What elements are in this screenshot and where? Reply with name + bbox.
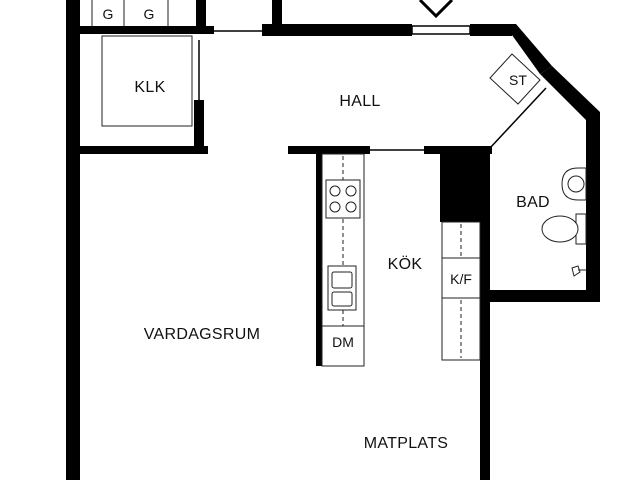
wall-klk-right: [194, 100, 204, 154]
wall-wardrobe-right: [196, 0, 206, 34]
wall-diagonal-top: [504, 24, 552, 74]
counter-right: [441, 221, 481, 361]
wardrobe-block: [91, 0, 169, 26]
sink-drain-board: [331, 291, 353, 307]
wardrobe-label-1: G: [103, 6, 114, 22]
wall-wardrobe-top: [66, 26, 214, 34]
wall-diagonal-right: [540, 66, 600, 120]
counter-left: [321, 153, 365, 367]
kitchen-counter-left: [321, 153, 365, 367]
shower-head: [571, 265, 581, 277]
wall-kitchen-left: [316, 150, 322, 366]
bathroom-fixtures: [541, 167, 587, 277]
wall-top-stub: [272, 0, 282, 28]
room-label-kok: KÖK: [388, 255, 423, 273]
wall-right-outer: [586, 112, 600, 302]
shaft-block: [440, 146, 484, 222]
room-label-vardagsrum: VARDAGSRUM: [144, 326, 261, 343]
washbasin: [561, 167, 587, 201]
washbasin-drain: [567, 175, 585, 193]
wall-hall-top-right: [470, 24, 512, 36]
room-label-klk: KLK: [134, 79, 165, 96]
klk-closet: [101, 35, 193, 127]
toilet-bowl: [541, 215, 579, 243]
door-bath: [489, 87, 547, 149]
wall-bath-left: [480, 146, 490, 480]
room-label-matplats: MATPLATS: [364, 435, 449, 452]
windows: [198, 25, 547, 151]
window-hall-top: [411, 25, 471, 35]
room-label-bad: BAD: [516, 194, 550, 211]
stove: [325, 179, 361, 219]
wall-kitchen-top-left: [288, 146, 370, 154]
sink-basin: [331, 271, 353, 289]
stove-burner-3: [329, 201, 341, 213]
dishwasher-label: DM: [332, 334, 354, 350]
wall-living-top: [66, 146, 208, 154]
kitchen-counter-right: [441, 221, 481, 361]
stove-burner-2: [345, 185, 357, 197]
stove-burner-4: [345, 201, 357, 213]
stove-burner-1: [329, 185, 341, 197]
room-label-st: ST: [509, 72, 527, 88]
entrance-arrow-icon: [418, 0, 454, 19]
wall-hall-top-left: [262, 24, 412, 36]
wall-left-outer: [66, 0, 80, 480]
fridge-freezer-label: K/F: [450, 271, 472, 287]
storage-st: [489, 53, 541, 105]
walls: [66, 0, 600, 480]
wardrobe-label-2: G: [144, 6, 155, 22]
wall-bath-bottom: [480, 290, 600, 302]
room-label-hall: HALL: [339, 93, 380, 110]
